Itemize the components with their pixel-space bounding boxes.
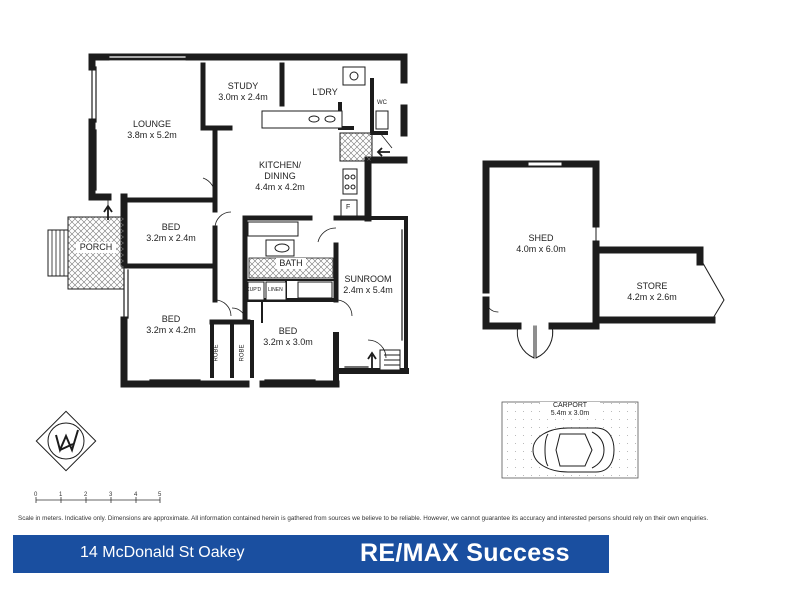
scale-tick-label: 1	[59, 492, 63, 498]
room-bed-3: BED 3.2m x 3.0m	[258, 326, 318, 348]
room-name: STORE	[636, 281, 668, 291]
brand-box	[352, 535, 609, 573]
room-porch: PORCH	[76, 242, 116, 253]
room-shed: SHED 4.0m x 6.0m	[511, 233, 571, 255]
room-bed-1: BED 3.2m x 2.4m	[141, 222, 201, 244]
fixtures	[247, 66, 401, 371]
brand-logo: RE/MAX Success	[360, 539, 570, 567]
disclaimer-text: Scale in meters. Indicative only. Dimens…	[18, 515, 709, 522]
room-size: 3.2m x 4.2m	[146, 325, 196, 335]
scale-bar	[35, 497, 161, 503]
room-carport: CARPORT 5.4m x 3.0m	[540, 402, 600, 418]
room-name: SHED	[528, 233, 554, 243]
room-size: 3.8m x 5.2m	[127, 130, 177, 140]
room-name: PORCH	[79, 242, 113, 252]
entry-arrow-icon	[376, 147, 390, 157]
robe-label: ROBE	[213, 344, 220, 362]
room-name: SUNROOM	[344, 274, 392, 284]
room-name: STUDY	[227, 81, 259, 91]
room-name: KITCHEN/	[258, 160, 301, 170]
scale-tick-label: 2	[84, 492, 88, 498]
room-size: 2.4m x 5.4m	[343, 285, 393, 295]
scale-tick-label: 5	[158, 492, 162, 498]
room-laundry: L'DRY	[305, 87, 345, 98]
room-size: 4.2m x 2.6m	[627, 292, 677, 302]
room-size: 5.4m x 3.0m	[550, 410, 590, 417]
porch-steps	[47, 229, 69, 277]
room-size: 3.2m x 2.4m	[146, 233, 196, 243]
cupboard-label: CUP'D	[246, 287, 262, 293]
room-name: CARPORT	[552, 402, 588, 409]
shed-walls	[482, 160, 725, 359]
room-bath: BATH	[276, 258, 306, 269]
room-kitchen: KITCHEN/ DINING 4.4m x 4.2m	[250, 160, 310, 193]
wc-label: WC	[377, 100, 387, 106]
scale-tick-label: 4	[134, 492, 138, 498]
laundry-tiles	[339, 132, 373, 162]
house-walls	[88, 53, 409, 388]
fridge-label: F	[346, 204, 351, 211]
car-icon	[532, 427, 615, 473]
room-store: STORE 4.2m x 2.6m	[622, 281, 682, 303]
porch-tiles	[67, 216, 125, 290]
room-sunroom: SUNROOM 2.4m x 5.4m	[337, 274, 399, 296]
room-name: BED	[161, 314, 181, 324]
scale-tick-label: 0	[34, 492, 38, 498]
room-name: DINING	[264, 171, 296, 181]
scale-tick-label: 3	[109, 492, 113, 498]
linen-label: LINEN	[268, 287, 283, 293]
room-size: 4.0m x 6.0m	[516, 244, 566, 254]
room-name: BED	[161, 222, 181, 232]
room-name: LOUNGE	[132, 119, 171, 129]
north-arrow-icon	[35, 410, 97, 472]
property-address: 14 McDonald St Oakey	[80, 544, 245, 561]
entry-arrow-icon	[103, 204, 113, 220]
room-size: 4.4m x 4.2m	[255, 182, 305, 192]
room-bed-2: BED 3.2m x 4.2m	[141, 314, 201, 336]
entry-arrow-icon	[367, 351, 377, 368]
room-size: 3.2m x 3.0m	[263, 337, 313, 347]
room-name: L'DRY	[312, 87, 338, 97]
room-name: BATH	[279, 258, 303, 268]
room-size: 3.0m x 2.4m	[218, 92, 268, 102]
room-study: STUDY 3.0m x 2.4m	[213, 81, 273, 103]
robe-label: ROBE	[239, 344, 246, 362]
room-name: BED	[278, 326, 298, 336]
room-lounge: LOUNGE 3.8m x 5.2m	[122, 119, 182, 141]
